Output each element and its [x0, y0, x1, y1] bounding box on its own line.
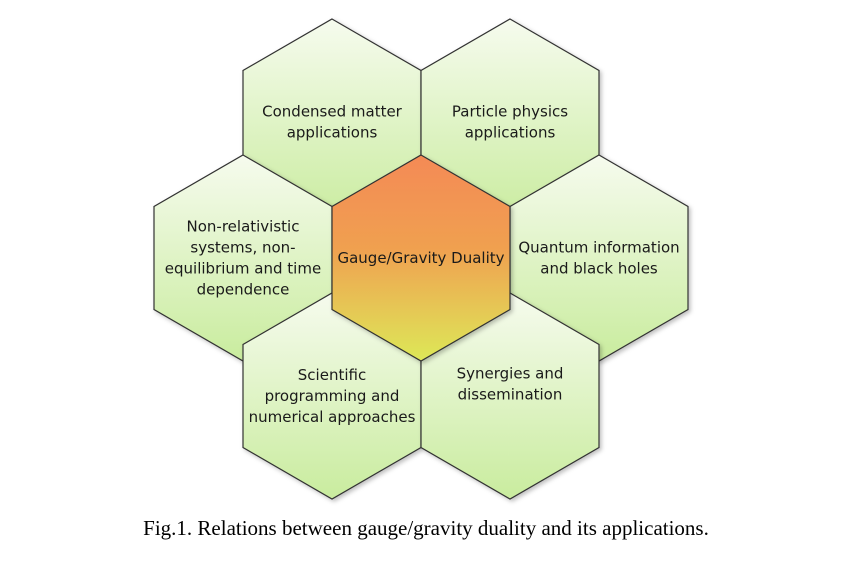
hexagon-center: Gauge/Gravity Duality	[331, 154, 511, 362]
hexagon-label-condensed: Condensed matter	[262, 103, 403, 121]
hexagon-condensed: Condensed matter applications	[242, 18, 422, 226]
hexagon-shape-center	[331, 154, 511, 362]
hexagon-label-synergies: Synergies and	[457, 365, 564, 383]
figure-caption: Fig.1. Relations between gauge/gravity d…	[143, 516, 709, 540]
hexagon-label-quantum: and black holes	[540, 260, 658, 278]
hexagon-label-center: Gauge/Gravity Duality	[337, 249, 504, 267]
hexagon-label-nonrel: dependence	[197, 281, 290, 299]
hexagon-label-scientific: programming and	[265, 387, 400, 405]
hexagon-label-particle: Particle physics	[452, 103, 568, 121]
hexagon-quantum: Quantum information and black holes	[509, 154, 689, 362]
hexagon-label-nonrel: Non-relativistic	[187, 218, 300, 236]
hexagon-particle: Particle physics applications	[420, 18, 600, 226]
hexagon-label-nonrel: equilibrium and time	[165, 260, 321, 278]
hexagon-label-condensed: applications	[287, 124, 378, 142]
hexagon-label-scientific: numerical approaches	[249, 408, 416, 426]
hexagon-synergies: Synergies and dissemination	[420, 292, 600, 500]
hexagon-label-synergies: dissemination	[458, 386, 563, 404]
hexagon-label-quantum: Quantum information	[518, 239, 679, 257]
hexagon-label-scientific: Scientific	[298, 366, 366, 384]
hexagon-label-particle: applications	[465, 124, 556, 142]
hexagon-label-nonrel: systems, non-	[190, 239, 295, 257]
hexagon-scientific: Scientific programming and numerical appro…	[242, 292, 422, 500]
